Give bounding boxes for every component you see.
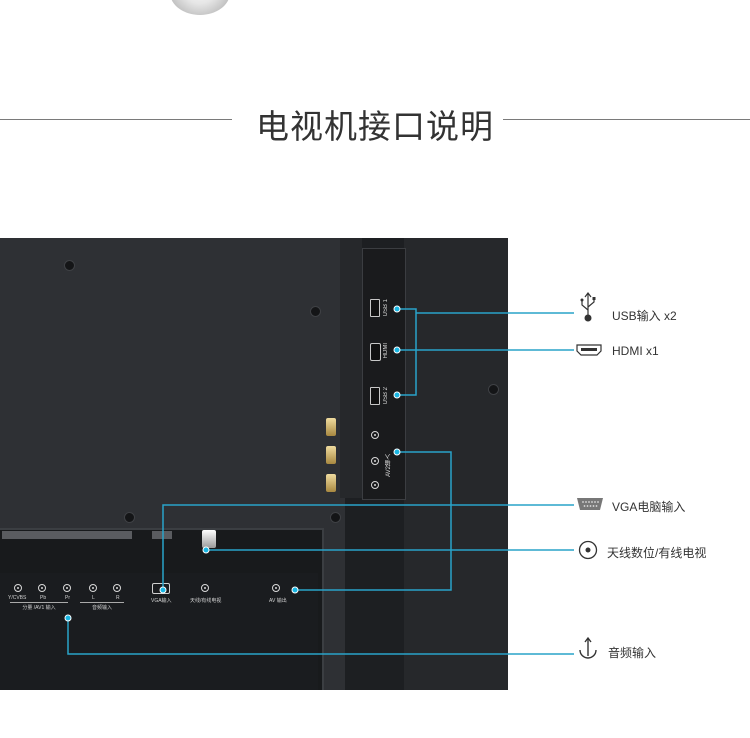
av2-jack-2 [371, 457, 379, 465]
audio-callout-label: 音频输入 [608, 646, 657, 660]
vga-callout-label: VGA电脑输入 [612, 500, 686, 514]
antenna-icon [578, 540, 598, 560]
screw [124, 512, 135, 523]
gold-connector [326, 418, 336, 436]
connector-row [152, 531, 172, 539]
component-label: 分量 /AV1 输入 [10, 602, 68, 611]
antenna-label: 天线/有线电视 [190, 598, 222, 604]
top-light-decoration [170, 0, 230, 15]
av2-jack-1 [371, 431, 379, 439]
av-line [295, 451, 452, 591]
ycvbs-jack [14, 584, 22, 592]
pb-jack [38, 584, 46, 592]
pb-label: Pb [40, 595, 47, 601]
dot-vga [159, 586, 167, 594]
av-out-label: AV 输出 [269, 598, 287, 604]
title-rule-left [0, 119, 232, 120]
audio-r-jack [113, 584, 121, 592]
hdmi-port [370, 343, 381, 361]
bottom-port-plate: Y/CVBS Pb Pr L R 分量 /AV1 输入 音频输入 VGA输入 天… [0, 573, 318, 690]
screw [64, 260, 75, 271]
dot-usb2 [393, 391, 401, 399]
usb-bracket [397, 308, 417, 396]
pr-label: Pr [65, 595, 70, 601]
gold-connector [326, 446, 336, 464]
audio-l-jack [89, 584, 97, 592]
dot-hdmi [393, 346, 401, 354]
vga-callout-line [162, 504, 574, 590]
audio-plug-icon [579, 636, 597, 659]
title-rule-right [503, 119, 750, 120]
ycvbs-label: Y/CVBS [8, 595, 27, 601]
audio-in-label: 音频输入 [80, 602, 124, 611]
antenna-callout-label: 天线数位/有线电视 [607, 546, 707, 560]
vga-label: VGA输入 [151, 598, 172, 604]
screw [330, 512, 341, 523]
tv-edge [340, 238, 362, 498]
gold-connector [326, 474, 336, 492]
vga-port [152, 583, 170, 594]
hdmi-icon [576, 344, 602, 356]
screw [310, 306, 321, 317]
dot-av2 [393, 448, 401, 456]
audio-callout-line [67, 618, 574, 655]
connector-row [2, 531, 132, 539]
av2-jack-3 [371, 481, 379, 489]
dot-audio [64, 614, 72, 622]
l-label: L [92, 595, 95, 601]
av-out-jack [272, 584, 280, 592]
usb2-port [370, 387, 380, 405]
page-title: 电视机接口说明 [256, 107, 494, 146]
screw [488, 384, 499, 395]
usb-icon [580, 292, 596, 322]
hdmi-callout-label: HDMI x1 [612, 344, 659, 358]
antenna-connector [202, 530, 216, 548]
dot-antenna [202, 546, 210, 554]
vga-icon [577, 498, 603, 510]
side-port-panel: USB 1 HDMI USB 2 AV2输入 [362, 248, 406, 500]
pr-jack [63, 584, 71, 592]
tv-back-panel: USB 1 HDMI USB 2 AV2输入 Y/CVBS Pb Pr L R … [0, 238, 508, 690]
dot-av-out [291, 586, 299, 594]
usb-callout-label: USB输入 x2 [612, 309, 677, 323]
r-label: R [116, 595, 120, 601]
dot-usb1 [393, 305, 401, 313]
antenna-jack [201, 584, 209, 592]
usb1-port [370, 299, 380, 317]
